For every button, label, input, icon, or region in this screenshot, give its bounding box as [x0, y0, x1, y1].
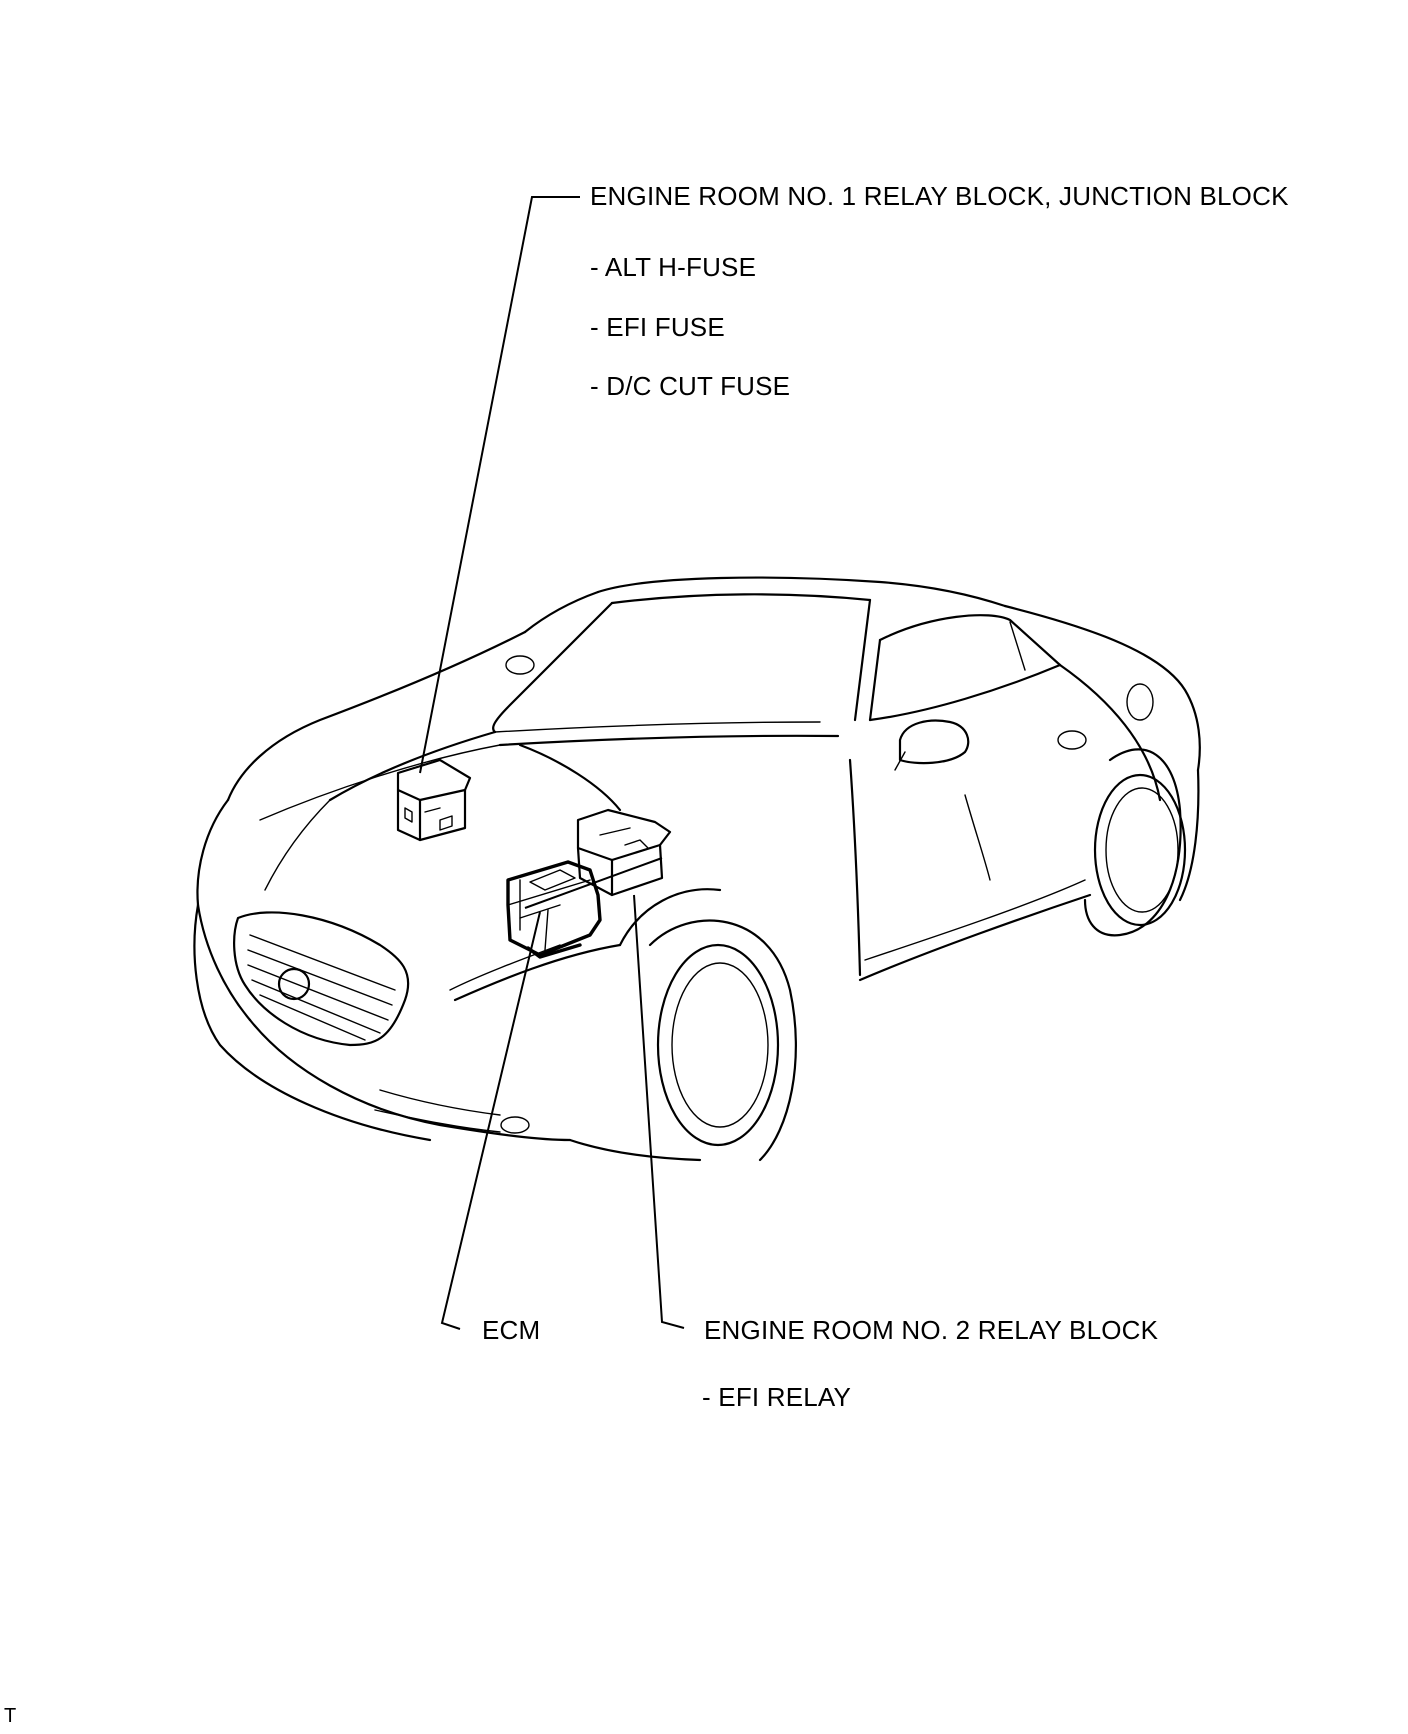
ecm-drawing — [506, 860, 602, 959]
dc-cut-fuse-label: - D/C CUT FUSE — [590, 371, 791, 401]
engine-room-no1-relay-block-drawing — [396, 758, 472, 842]
figure-code-label: T — [4, 1705, 17, 1727]
engine-room-no2-relay-block-label: ENGINE ROOM NO. 2 RELAY BLOCK — [704, 1315, 1159, 1345]
leader-lines — [419, 196, 685, 1330]
alt-h-fuse-label: - ALT H-FUSE — [590, 252, 757, 282]
efi-relay-label: - EFI RELAY — [702, 1382, 852, 1412]
engine-room-no1-relay-block-label: ENGINE ROOM NO. 1 RELAY BLOCK, JUNCTION … — [590, 181, 1289, 211]
ecm-label: ECM — [482, 1315, 541, 1345]
engine-room-no2-relay-block-drawing — [576, 808, 672, 897]
efi-fuse-label: - EFI FUSE — [590, 312, 725, 342]
car-outline — [193, 576, 1201, 1162]
